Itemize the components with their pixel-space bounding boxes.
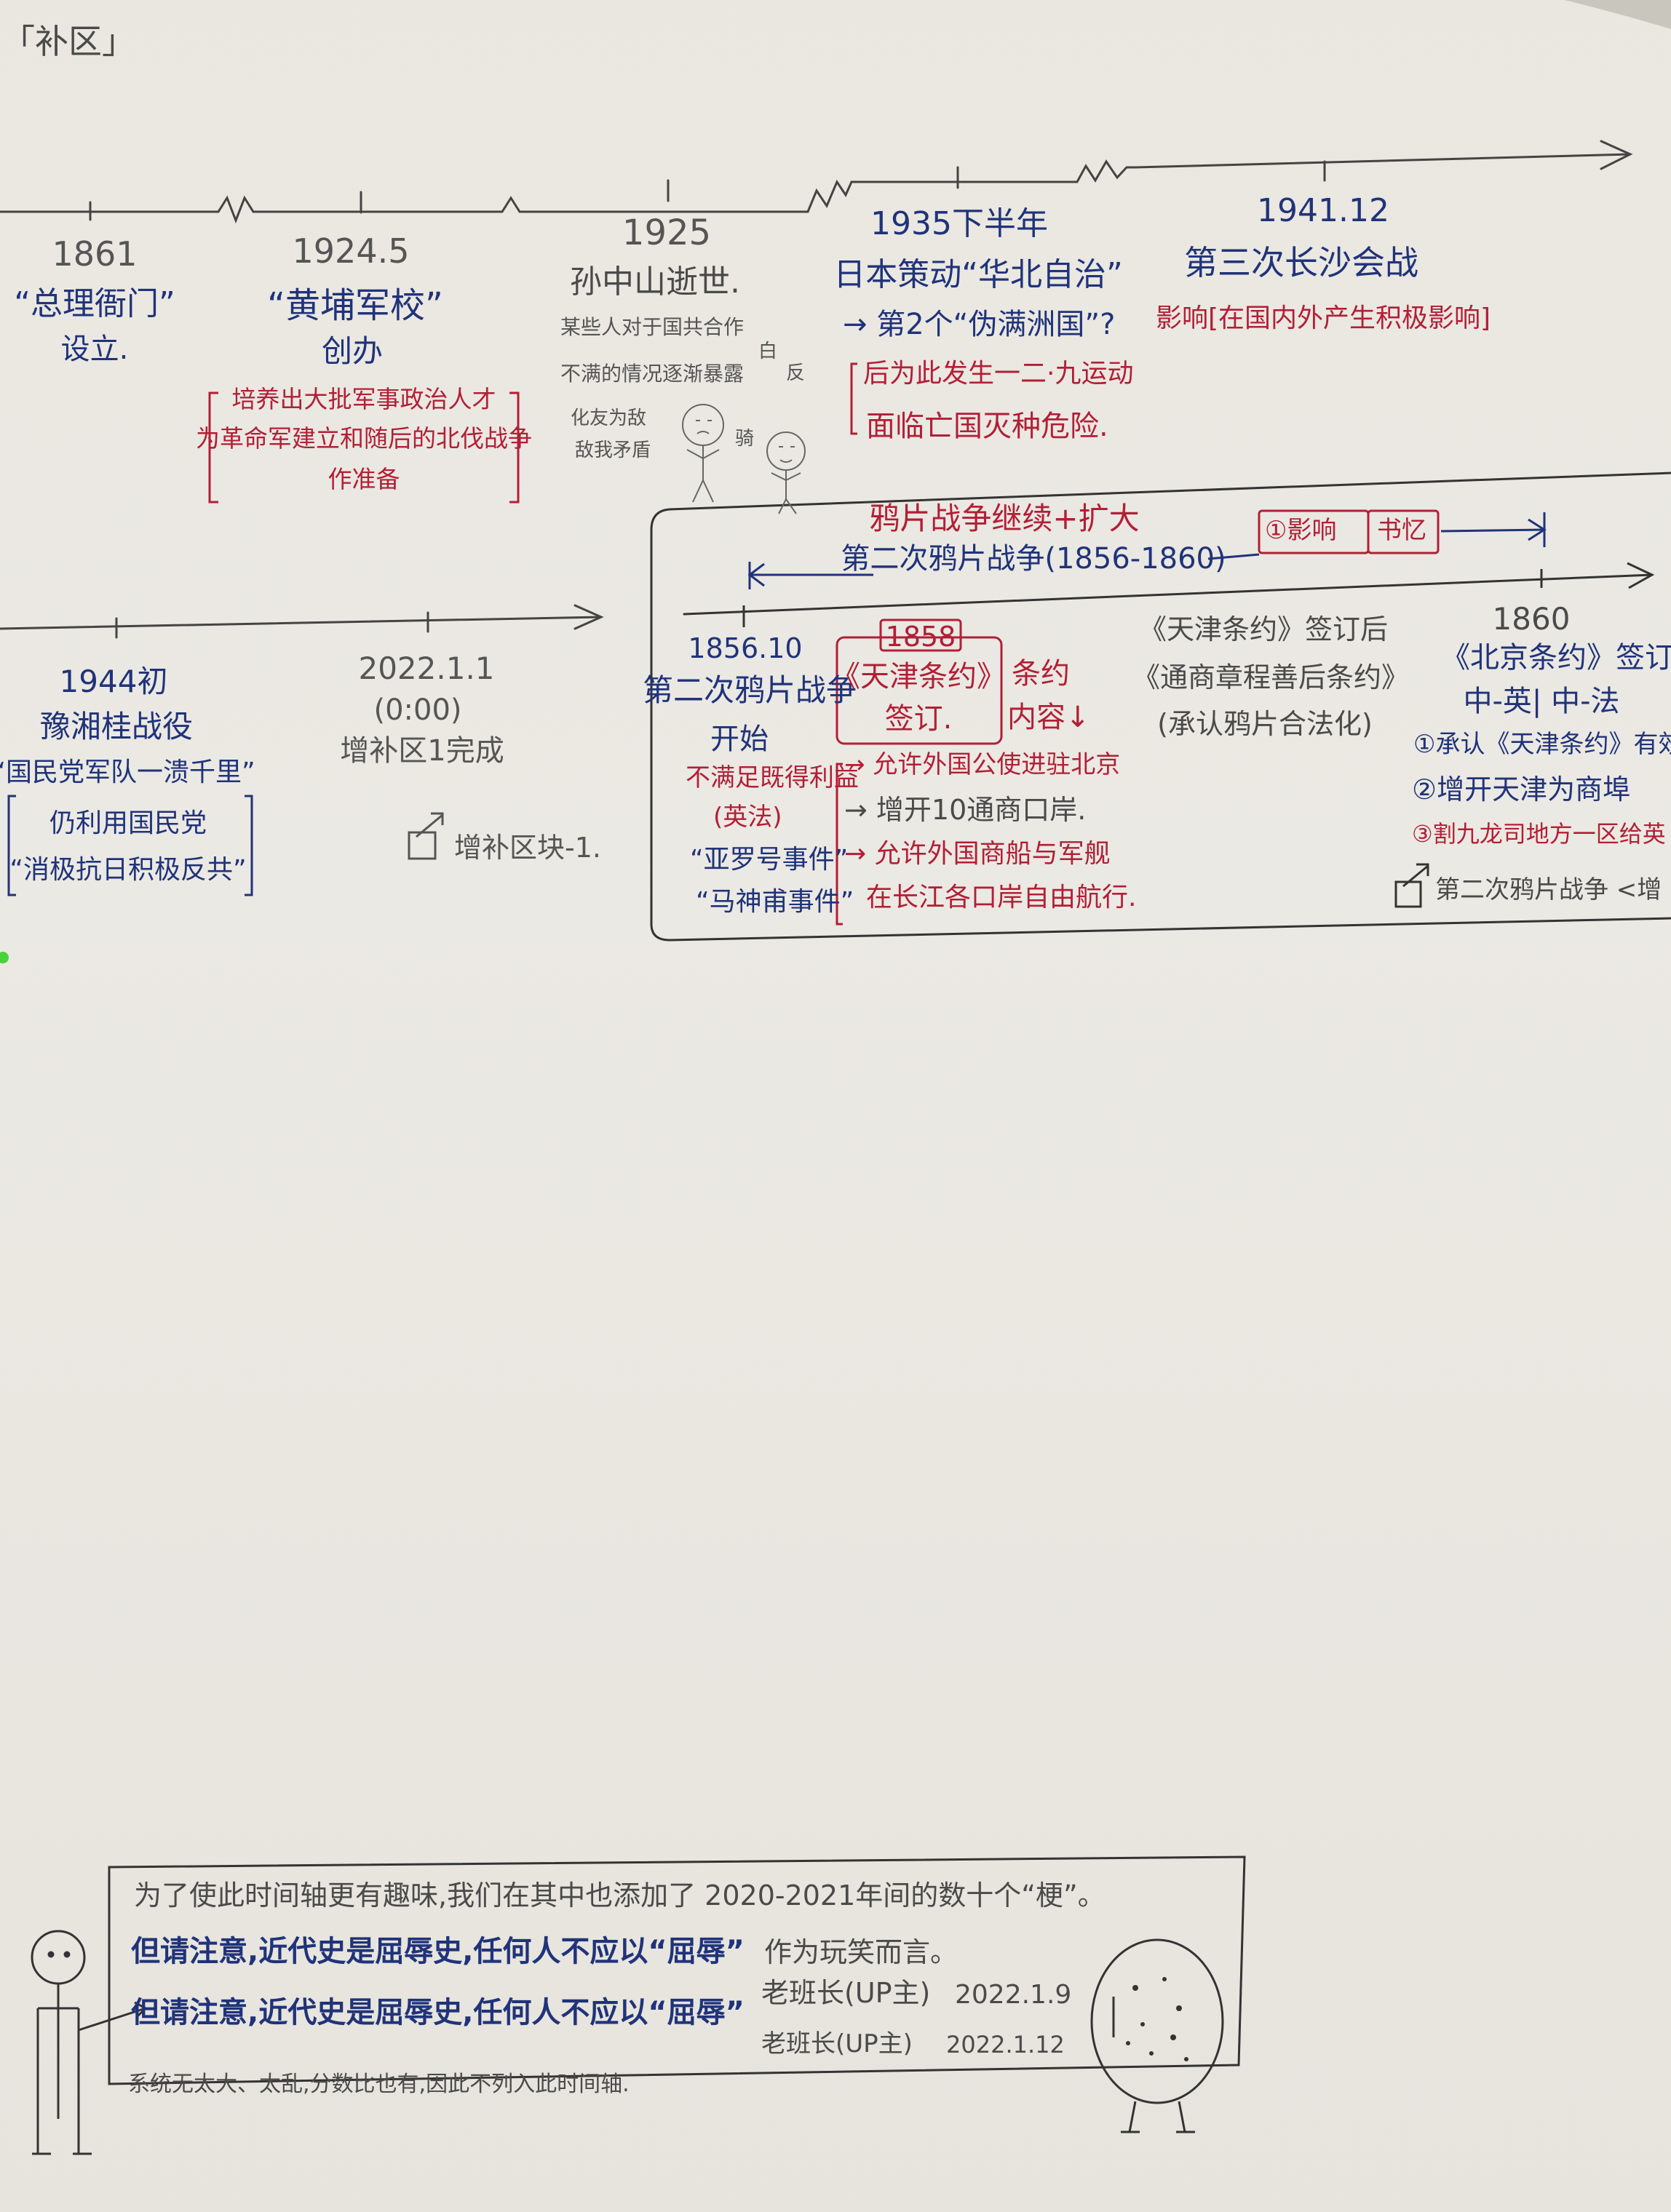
page-header-title: 「补区」 [1,25,135,58]
lower-timeline-axis [0,604,604,639]
link-supplement-block-1[interactable]: 增补区块-1. [454,832,601,864]
treaty-item-1: → 允许外国公使进驻北京 [844,750,1121,779]
header-title-text: 补区」 [35,22,135,61]
event-1925-sketch-right-2: 反 [786,362,806,384]
header-open-quote: 「 [1,22,35,61]
footer-signature-2: 老班长(UP主) [761,2029,913,2058]
war-start-subtitle: 开始 [710,723,769,756]
event-1925-sketch-right-3: 骑 [735,428,755,450]
event-1941-red-note: 影响[在国内外产生积极影响] [1156,303,1491,333]
event-1925-date: 1925 [622,212,712,253]
war-start-title: 第二次鸦片战争 [642,672,857,708]
event-1924-title: “黄埔军校” [267,285,443,326]
treaty-item-4: 在长江各口岸自由航行. [866,883,1137,912]
event-1935-title: 日本策动“华北自治” [833,256,1123,293]
opium-box-tag-memory: 书忆 [1377,516,1426,545]
treaty-1858-name: 《天津条约》 [831,660,1006,693]
sketch-figures [682,404,806,514]
footer-line-3: 但请注意,近代史是屈辱史,任何人不应以“屈辱” [131,1996,745,2029]
event-1924-note-1: 培养出大批军事政治人才 [231,385,496,413]
event-1924-date: 1924.5 [292,231,410,271]
footer-line-1: 为了使此时间轴更有趣味,我们在其中也添加了 2020-2021年间的数十个“梗”… [134,1879,1106,1911]
event-1924-note-2: 为革命军建立和随后的北伐战争 [196,424,532,453]
beijing-treaty-date: 1860 [1492,601,1571,637]
beijing-treaty-item-1: ①承认《天津条约》有效 [1413,730,1671,759]
event-1935-red-note-1: 后为此发生一二·九运动 [863,359,1134,389]
event-2022-date: 2022.1.1 [358,651,495,686]
beijing-treaty-item-2: ②增开天津为商埠 [1412,773,1631,805]
war-start-date: 1856.10 [688,632,803,664]
event-1944-note-1: 仍利用国民党 [49,808,207,838]
event-2022-time: (0:00) [373,693,462,727]
event-1925-title: 孙中山逝世. [570,263,740,301]
after-treaty-line-3: (承认鸦片合法化) [1157,708,1373,740]
green-dot-mark [0,952,9,963]
event-1861-date: 1861 [52,234,138,274]
footer-line-2: 作为玩笑而言。 [764,1936,958,1968]
event-1935-date: 1935下半年 [870,205,1048,242]
event-1925-sketch-right-1: 白 [758,341,778,362]
beijing-treaty-item-3: ③割九龙司地方一区给英 [1412,820,1666,848]
stick-figure-left [31,1930,147,2155]
footer-signature-1: 老班长(UP主) [761,1977,931,2009]
event-1925-sketch-note-3: 化友为敌 [571,407,647,429]
event-1944-date: 1944初 [59,664,168,699]
event-1935-subtitle: → 第2个“伪满洲国”? [843,308,1116,341]
event-1941-date: 1941.12 [1257,192,1389,229]
treaty-1858-year: 1858 [885,621,956,653]
opium-war-box-frame [650,472,1671,942]
cookie-figure-right [1090,1938,1224,2133]
treaty-item-2: → 增开10通商口岸. [844,794,1087,826]
link-icons [408,812,1429,908]
upper-timeline-axis [0,140,1633,224]
footer-date-1: 2022.1.9 [955,1980,1072,2010]
treaty-content-label-1: 条约 [1012,657,1070,691]
event-1944-title: 豫湘桂战役 [39,709,194,744]
event-1924-note-3: 作准备 [328,465,400,493]
treaty-item-3: → 允许外国商船与军舰 [844,839,1111,869]
war-start-incident-2: “马神甫事件” [696,887,854,917]
war-start-parties: (英法) [713,803,782,832]
event-1925-sketch-note-4: 敌我矛盾 [575,439,651,461]
beijing-treaty-title: 《北京条约》签订 [1441,641,1671,675]
war-start-incident-1: “亚罗号事件” [690,845,849,875]
event-1861-title: “总理衙门” [14,285,175,322]
footer-line-2-prefix: 但请注意,近代史是屈辱史,任何人不应以“屈辱” [131,1935,745,1968]
event-1925-sketch-note-2: 不满的情况逐渐暴露 [560,362,745,386]
after-treaty-line-2: 《通商章程善后条约》 [1132,661,1410,693]
opium-box-header-red: 鸦片战争继续+扩大 [869,501,1140,536]
link-second-opium-war[interactable]: 第二次鸦片战争 <增 [1435,875,1662,904]
footer-date-2: 2022.1.12 [946,2031,1065,2058]
event-1924-subtitle: 创办 [321,333,384,369]
event-1935-red-note-2: 面临亡国灭种危险. [866,410,1108,443]
opium-box-tag-impact: ①影响 [1265,516,1337,545]
event-1925-sketch-note-1: 某些人对于国共合作 [560,315,745,339]
treaty-1858-signed: 签订. [884,702,953,736]
treaty-content-label-2: 内容↓ [1007,701,1090,734]
event-1944-note-2: “消极抗日积极反共” [9,855,247,885]
event-1944-subtitle: “国民党军队一溃千里” [0,757,255,787]
opium-box-header-blue: 第二次鸦片战争(1856-1860) [841,542,1226,576]
war-start-cause: 不满足既得利益 [686,763,859,792]
footer-line-4: 系统无太大、太乱,分数比也有,因此不列入此时间轴. [128,2072,630,2097]
footer-frame [108,1855,1246,2085]
event-1941-title: 第三次长沙会战 [1184,243,1418,282]
event-1861-subtitle: 设立. [60,333,129,366]
event-2022-subtitle: 增补区1完成 [340,734,504,768]
after-treaty-line-1: 《天津条约》签订后 [1138,613,1389,645]
beijing-treaty-parties: 中-英| 中-法 [1463,685,1620,718]
